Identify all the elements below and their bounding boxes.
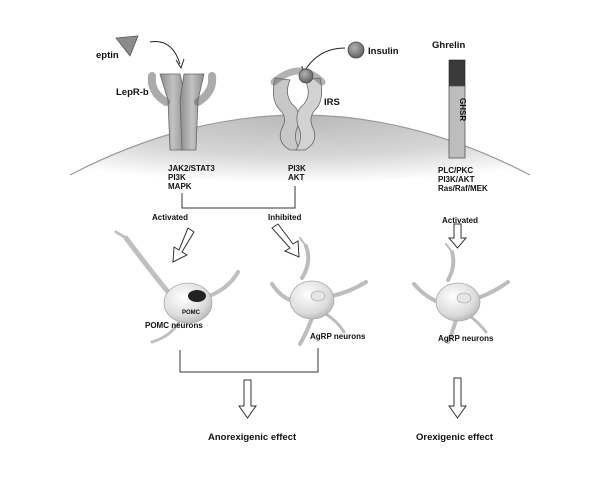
agrp-neuron-left [270,237,368,346]
pathway-item: PI3K [288,164,306,173]
insulin-pathway-list: PI3K AKT [288,164,306,182]
anorexigenic-label: Anorexigenic effect [208,432,297,443]
pathway-item: AKT [288,173,305,182]
pomc-body-label: POMC [182,310,201,316]
lepr-label: LepR-b [116,87,149,98]
insulin-ligand-icon [347,41,365,59]
hollow-arrows [172,223,468,263]
effect-arrows [238,377,467,419]
arrow-anorexigenic [238,379,257,419]
irs-molecule-icon [298,68,314,84]
irs-label: IRS [324,97,340,108]
pathway-item: Ras/Raf/MEK [438,184,488,193]
agrp-neuron-right [412,243,510,344]
pathway-item: PI3K/AKT [438,175,475,184]
ghsr-label: GHSR [458,98,467,121]
agrp-right-label: AgRP neurons [438,334,494,343]
pathway-item: JAK2/STAT3 [168,164,215,173]
pathway-item: MAPK [168,182,192,191]
arrow-orexigenic [448,377,467,419]
upper-bracket [181,186,296,209]
lepr-receptor [147,72,217,151]
inhibited-label: Inhibited [268,213,301,222]
pomc-neurons-label: POMC neurons [145,321,203,330]
ghrelin-pathway-list: PLC/PKC PI3K/AKT Ras/Raf/MEK [438,166,488,193]
ghrelin-label: Ghrelin [432,40,465,51]
pomc-nucleus [188,290,206,302]
ghsr-receptor [448,59,466,159]
insulin-label: Insulin [368,46,399,57]
leptin-ligand-icon [115,35,139,57]
leptin-arrowhead [175,58,185,70]
insulin-arrow [303,47,346,73]
arrow-ghrelin-down [447,223,468,249]
leptin-label: eptin [96,50,119,61]
lepr-pathway-list: JAK2/STAT3 PI3K MAPK [168,164,215,191]
pomc-neuron [114,230,240,344]
activated-label-right: Activated [442,216,478,225]
orexigenic-label: Orexigenic effect [416,432,494,443]
lower-bracket [179,348,319,373]
pathway-item: PI3K [168,173,186,182]
arrow-to-pomc [172,227,195,263]
pathway-item: PLC/PKC [438,166,473,175]
agrp-left-label: AgRP neurons [310,332,366,341]
insulin-receptor [270,67,326,151]
activated-label-left: Activated [152,213,188,222]
arrow-to-agrp-left [271,223,300,258]
leptin-arrow [149,40,181,65]
